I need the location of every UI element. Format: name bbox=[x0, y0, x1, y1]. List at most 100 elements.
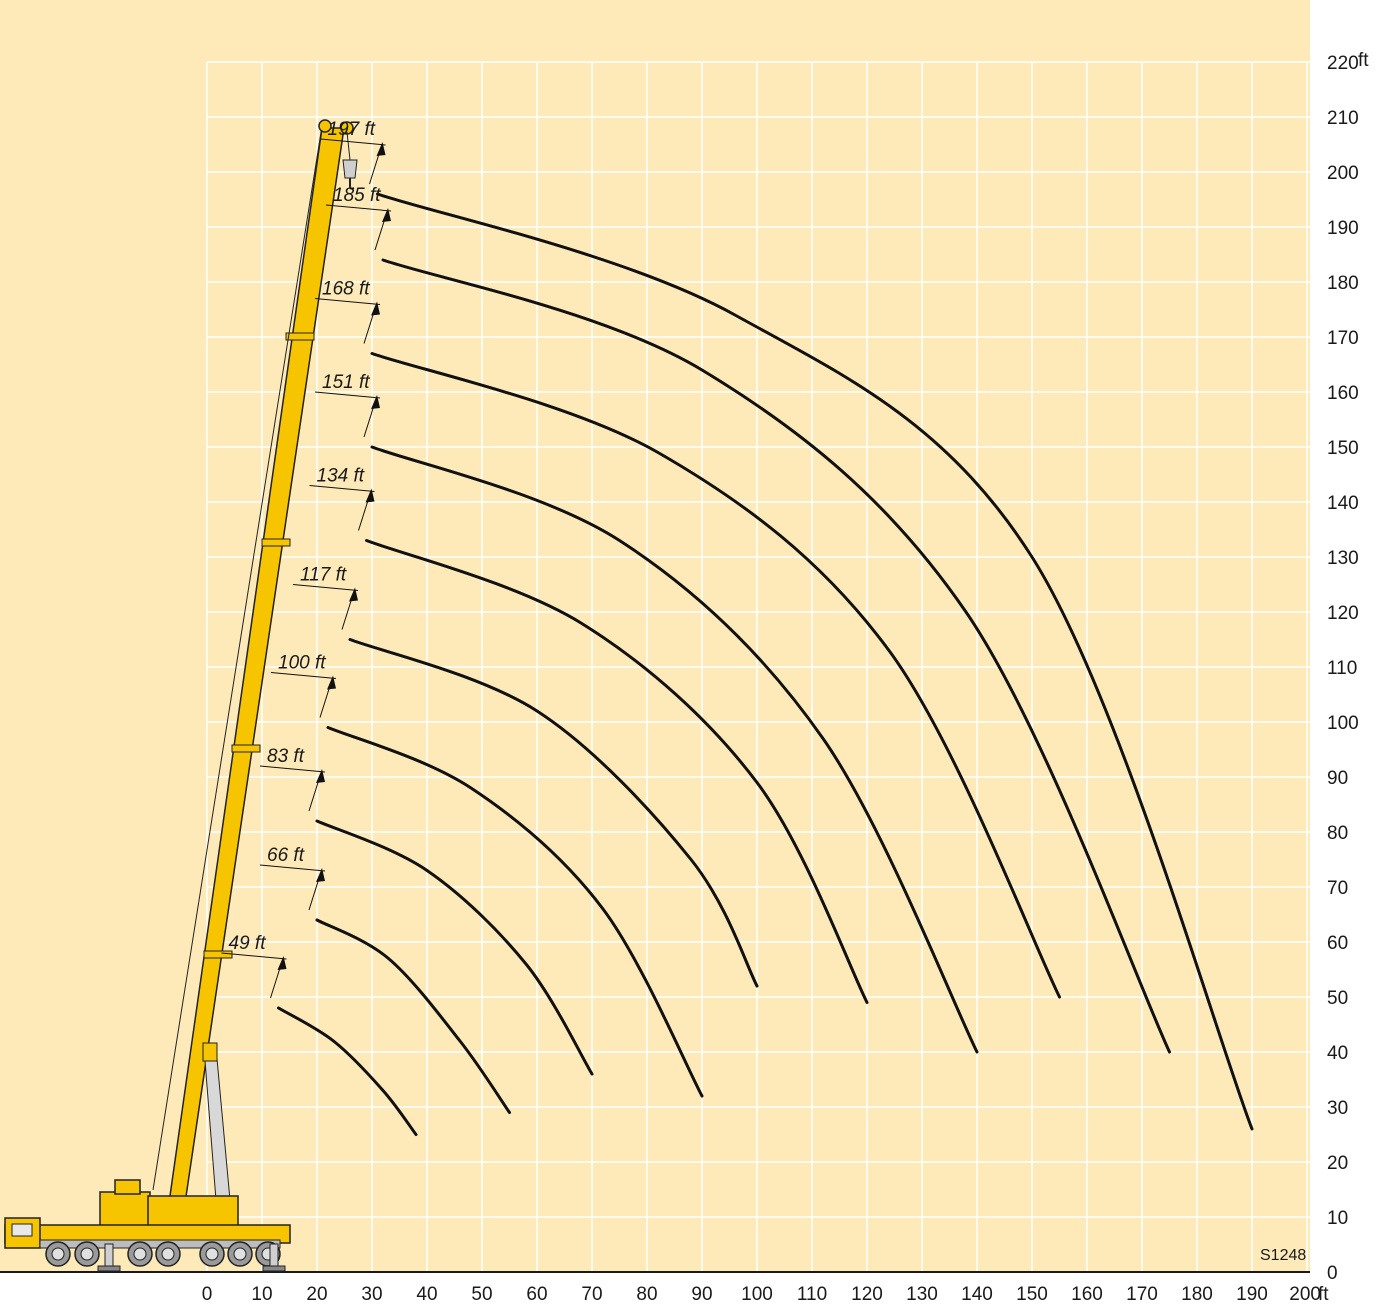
x-tick-label: 130 bbox=[906, 1284, 938, 1305]
y-tick-label: 40 bbox=[1327, 1043, 1348, 1064]
crane-wheel-hub bbox=[205, 1247, 219, 1261]
y-tick-label: 150 bbox=[1327, 438, 1359, 459]
y-tick-label: 170 bbox=[1327, 328, 1359, 349]
y-tick-label: 50 bbox=[1327, 988, 1348, 1009]
y-tick-label: 120 bbox=[1327, 603, 1359, 624]
y-tick-label: 20 bbox=[1327, 1153, 1348, 1174]
curve-labels: 49 ft 66 ft 83 ft 100 ft 117 ft 134 ft 151 ft 1… bbox=[221, 119, 392, 999]
crane-boom-joint bbox=[261, 538, 291, 547]
x-tick-label: 80 bbox=[636, 1284, 657, 1305]
curve-label: 83 ft bbox=[267, 746, 305, 767]
x-tick-label: 190 bbox=[1236, 1284, 1268, 1305]
curve-label-leader bbox=[314, 391, 381, 399]
chart-background bbox=[0, 0, 1310, 1272]
y-tick-label: 210 bbox=[1327, 108, 1359, 129]
y-tick-label: 110 bbox=[1327, 658, 1357, 679]
x-tick-label: 140 bbox=[961, 1284, 993, 1305]
curve-label: 49 ft bbox=[229, 933, 267, 954]
y-tick-label: 60 bbox=[1327, 933, 1348, 954]
range-curve-168-ft bbox=[370, 352, 1061, 999]
curve-label-leader bbox=[270, 672, 337, 679]
x-tick-label: 10 bbox=[251, 1284, 272, 1305]
curve-arrow-head bbox=[371, 395, 380, 409]
crane-hook bbox=[349, 178, 355, 190]
crane-cab-window bbox=[11, 1223, 33, 1237]
curve-label-leader bbox=[314, 298, 381, 305]
crane-sheave bbox=[318, 119, 332, 133]
y-tick-label: 130 bbox=[1327, 548, 1359, 569]
curve-arrow-head bbox=[349, 587, 358, 602]
y-tick-label: 90 bbox=[1327, 768, 1348, 789]
range-curve-134-ft bbox=[365, 539, 869, 1004]
curve-label: 197 ft bbox=[328, 119, 376, 140]
curve-arrow-head bbox=[371, 301, 380, 316]
x-tick-label: 180 bbox=[1181, 1284, 1213, 1305]
crane-hook-block bbox=[342, 159, 358, 179]
curve-label-leader bbox=[320, 138, 386, 146]
curve-arrow-head bbox=[382, 208, 391, 222]
curve-arrow-head bbox=[365, 488, 375, 503]
crane-boom-joint bbox=[203, 950, 233, 959]
curve-label: 134 ft bbox=[317, 466, 365, 487]
crane-wheel-hub bbox=[233, 1247, 247, 1261]
curve-arrow-head bbox=[327, 675, 336, 690]
range-curve-151-ft bbox=[370, 445, 979, 1054]
crane-wheel-hub bbox=[161, 1247, 175, 1261]
y-tick-label: 80 bbox=[1327, 823, 1348, 844]
x-tick-label: 100 bbox=[741, 1284, 773, 1305]
curve-arrow-head bbox=[316, 868, 325, 882]
curve-label-leader bbox=[309, 485, 375, 492]
x-tick-label: 50 bbox=[471, 1284, 492, 1305]
curve-label-leader bbox=[221, 952, 287, 960]
x-axis-unit: ft bbox=[1318, 1284, 1329, 1305]
curve-label-leader bbox=[325, 204, 392, 212]
crane-outrigger bbox=[269, 1243, 279, 1267]
range-curve-100-ft bbox=[326, 726, 704, 1098]
y-tick-label: 190 bbox=[1327, 218, 1359, 239]
x-tick-label: 170 bbox=[1126, 1284, 1158, 1305]
x-tick-label: 150 bbox=[1016, 1284, 1048, 1305]
crane-wheel-hub bbox=[51, 1247, 65, 1261]
crane-wheel-hub bbox=[80, 1247, 94, 1261]
y-tick-label: 10 bbox=[1327, 1208, 1348, 1229]
y-tick-label: 180 bbox=[1327, 273, 1359, 294]
x-tick-label: 110 bbox=[797, 1284, 827, 1305]
x-tick-label: 120 bbox=[851, 1284, 883, 1305]
crane-guy-line bbox=[152, 125, 323, 1191]
range-curve-66-ft bbox=[315, 918, 511, 1114]
y-tick-label: 140 bbox=[1327, 493, 1359, 514]
y-tick-label: 0 bbox=[1327, 1263, 1338, 1284]
range-curve-185-ft bbox=[381, 258, 1171, 1054]
curve-label: 151 ft bbox=[322, 372, 370, 393]
x-tick-label: 0 bbox=[202, 1284, 213, 1305]
x-tick-label: 20 bbox=[306, 1284, 327, 1305]
curve-label: 100 ft bbox=[278, 653, 326, 674]
crane-outrigger-pad bbox=[262, 1265, 286, 1272]
y-tick-label: 30 bbox=[1327, 1098, 1348, 1119]
x-tick-label: 70 bbox=[581, 1284, 602, 1305]
curve-label: 185 ft bbox=[333, 185, 381, 206]
curve-label: 117 ft bbox=[300, 565, 347, 586]
range-curve-49-ft bbox=[277, 1006, 418, 1136]
range-curve-83-ft bbox=[315, 819, 594, 1076]
crane-hook-rope bbox=[346, 131, 351, 161]
curve-arrow-head bbox=[277, 956, 287, 970]
curve-label: 66 ft bbox=[267, 845, 305, 866]
curve-arrow-head bbox=[376, 142, 386, 156]
curve-label: 168 ft bbox=[322, 279, 370, 300]
x-tick-label: 90 bbox=[691, 1284, 712, 1305]
y-tick-label: 70 bbox=[1327, 878, 1348, 899]
chart-code: S1248 bbox=[1260, 1247, 1306, 1264]
y-axis-tick-labels: 0102030405060708090100110120130140150160… bbox=[1327, 53, 1359, 1284]
crane-illustration bbox=[4, 119, 358, 1272]
range-curve-197-ft bbox=[376, 192, 1254, 1131]
y-axis-unit: ft bbox=[1358, 50, 1369, 71]
range-curve-117-ft bbox=[348, 638, 759, 988]
x-tick-label: 60 bbox=[526, 1284, 547, 1305]
grid-lines bbox=[206, 61, 1310, 1272]
y-tick-label: 200 bbox=[1327, 163, 1359, 184]
crane-counterweight-top bbox=[114, 1179, 141, 1195]
curve-label-leader bbox=[259, 864, 326, 872]
curve-label-leader bbox=[292, 584, 359, 591]
